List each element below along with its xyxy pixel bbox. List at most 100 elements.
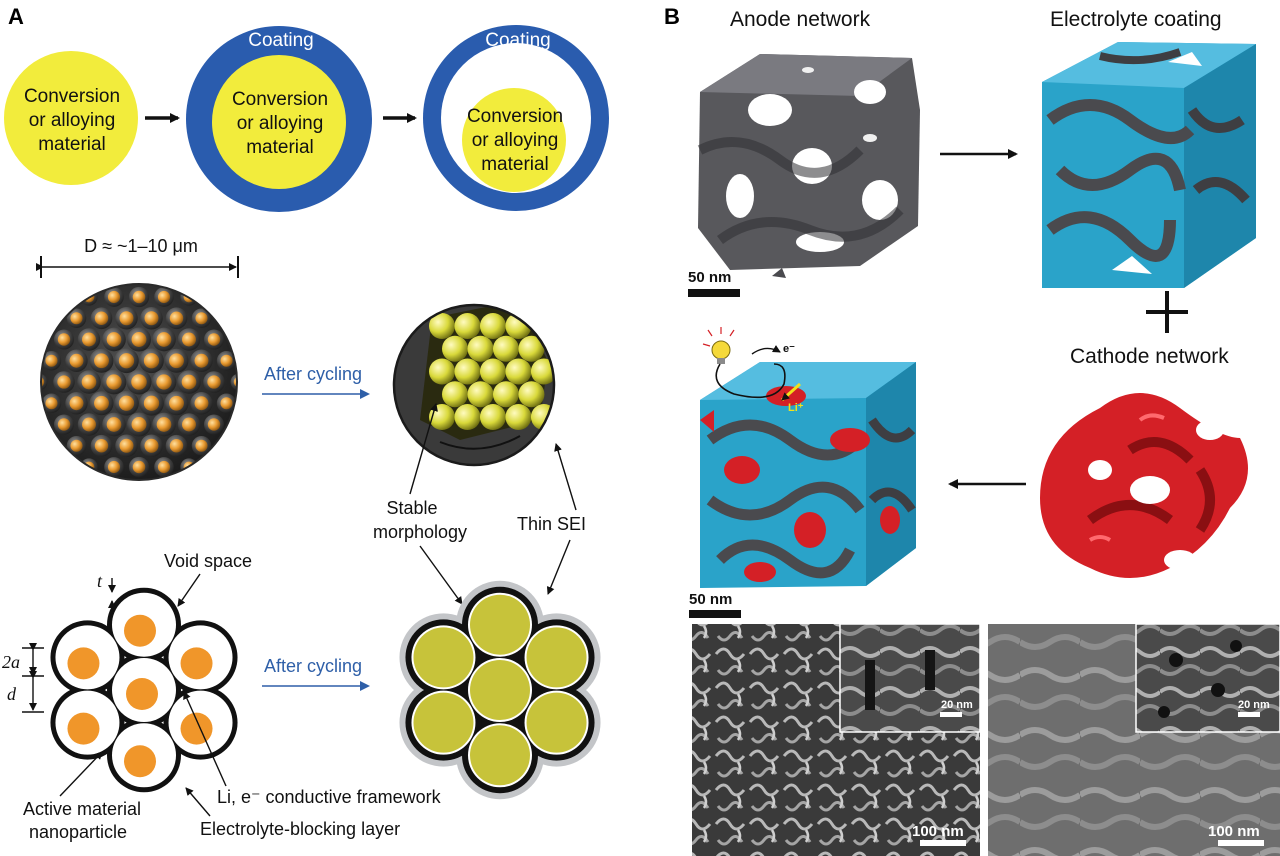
core-ball — [106, 374, 122, 390]
framework-pointer — [183, 691, 227, 787]
electrolyte-label: Electrolyte coating — [1050, 8, 1222, 31]
core-ball — [119, 311, 134, 326]
active-label-1: Active material — [23, 799, 141, 819]
core-ball — [207, 333, 221, 346]
coating-label-2: Coating — [485, 30, 551, 51]
particle-shrunk: Coating Conversion or alloying material — [423, 25, 609, 211]
yellow-ball — [479, 313, 506, 339]
core-ball — [82, 332, 96, 347]
stable-label-2: morphology — [373, 522, 467, 542]
yellow-ball — [442, 381, 468, 408]
core-ball — [82, 417, 96, 432]
core-ball — [156, 332, 172, 347]
coating-label-1: Coating — [248, 30, 314, 51]
core-ball — [118, 395, 135, 411]
active-pointer — [59, 751, 103, 797]
core-ball — [144, 438, 159, 453]
core-ball — [106, 417, 122, 432]
core-ball — [143, 395, 160, 411]
core-ball — [207, 375, 221, 389]
yellow-ball — [492, 381, 519, 408]
framework-label: Li, e⁻ conductive framework — [217, 787, 442, 807]
scale-bar-anode — [688, 289, 740, 297]
core-ball — [131, 332, 147, 347]
yellow-ball — [505, 404, 532, 430]
core-label-3a: Conversion — [467, 106, 563, 127]
expanded-core — [470, 594, 530, 655]
lightbulb-icon — [702, 327, 735, 364]
li-ion-label: Li⁺ — [788, 402, 804, 414]
core-ball — [195, 439, 208, 452]
full-cell-cube — [700, 362, 916, 588]
panel-a-letter: A — [8, 4, 24, 29]
core-ball — [132, 460, 146, 474]
active-label-2: nanoparticle — [29, 822, 127, 842]
core-ball — [157, 460, 171, 474]
active-core — [124, 745, 156, 778]
core-ball — [143, 353, 160, 369]
shell-ball — [230, 373, 237, 391]
core-ball — [45, 397, 58, 410]
yellow-ball — [467, 335, 494, 362]
yellow-ball — [429, 313, 455, 339]
yellow-ball — [492, 335, 519, 362]
t-label: t — [97, 571, 103, 591]
sem-image-2: 20 nm 100 nm — [988, 623, 1280, 856]
scale-label-cube: 50 nm — [689, 591, 732, 608]
sei-pointer-2 — [546, 539, 571, 595]
core-ball — [69, 353, 84, 368]
active-core — [180, 712, 213, 745]
active-core — [180, 647, 213, 680]
dim-2a-d — [22, 643, 44, 713]
stable-pointer-1 — [409, 403, 438, 495]
core-ball — [119, 438, 134, 453]
core-ball — [182, 417, 196, 432]
particle-bare: Conversion or alloying material — [4, 51, 138, 185]
core-label-2c: material — [246, 137, 314, 158]
yellow-ball — [518, 381, 545, 408]
li-arrow — [781, 382, 801, 402]
scale-label-20nm-1: 20 nm — [941, 699, 973, 711]
scale-label-100nm-2: 100 nm — [1208, 823, 1260, 840]
core-label-3b: or alloying — [472, 130, 559, 151]
core-ball — [182, 332, 196, 347]
core-ball — [195, 312, 208, 325]
core-ball — [194, 396, 209, 411]
core-ball — [131, 417, 147, 432]
core-ball — [132, 290, 146, 304]
expanded-core — [470, 725, 530, 786]
diameter-dimension: D ≈ ~1–10 μm — [36, 236, 239, 278]
electron-arrow — [751, 345, 781, 355]
yellow-ball — [505, 358, 532, 385]
after-cycling-label-2: After cycling — [264, 656, 362, 676]
yellow-ball — [518, 335, 545, 362]
core-ball — [156, 417, 172, 432]
core-ball — [131, 374, 147, 390]
core-ball — [169, 395, 184, 411]
d-label: d — [7, 684, 17, 704]
core-ball — [106, 332, 122, 347]
core-ball — [157, 290, 171, 304]
microsphere — [40, 283, 238, 481]
expanded-core — [526, 692, 587, 753]
scale-label-anode: 50 nm — [688, 269, 731, 286]
core-ball — [169, 311, 184, 325]
void-space-label: Void space — [164, 551, 252, 571]
core-ball — [144, 311, 159, 326]
circuit-wire — [715, 363, 786, 399]
cathode-label: Cathode network — [1070, 345, 1229, 368]
core-ball — [156, 374, 172, 390]
core-ball — [233, 376, 237, 388]
core-label-1b: or alloying — [29, 110, 116, 131]
core-ball — [107, 290, 121, 304]
core-ball — [94, 395, 109, 411]
expanded-core — [413, 627, 474, 688]
two-a-label: 2a — [2, 652, 20, 672]
sei-pointer-1 — [554, 443, 577, 511]
core-ball — [169, 439, 184, 453]
thin-sei-label: Thin SEI — [517, 514, 586, 534]
pomegranate-cycled — [399, 580, 601, 800]
plus-sign — [1146, 291, 1188, 333]
yellow-ball — [479, 358, 506, 385]
